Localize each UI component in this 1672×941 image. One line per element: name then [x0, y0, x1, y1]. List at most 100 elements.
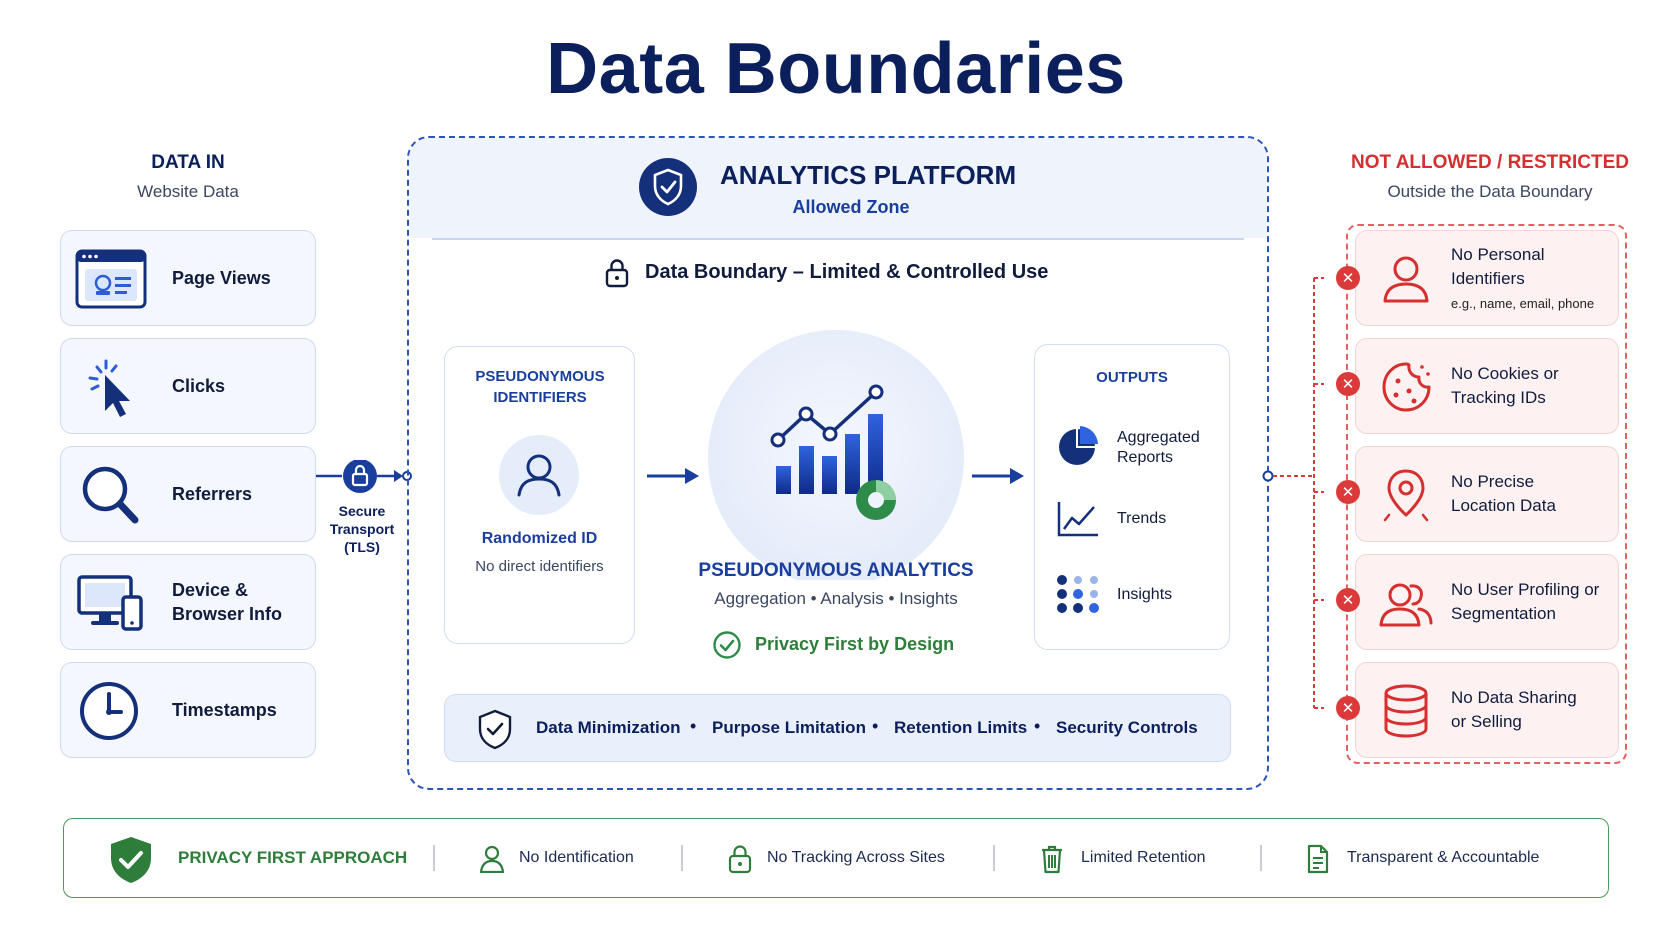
- cookie-icon: [1382, 362, 1431, 412]
- data-in-label: Clicks: [172, 375, 226, 396]
- footer-divider: [1260, 845, 1262, 871]
- pie-chart-icon: [1059, 426, 1098, 465]
- privacy-first-badge: Privacy First by Design: [755, 634, 955, 654]
- data-in-timestamps: Timestamps: [60, 662, 316, 758]
- secure-transport-label: Secure Transport (TLS): [329, 503, 395, 556]
- restricted-cookies: No Cookies or Tracking IDs: [1355, 338, 1619, 434]
- restricted-location: No Precise Location Data: [1355, 446, 1619, 542]
- green-shield-check-icon: [111, 837, 151, 883]
- restricted-profiling: No User Profiling or Segmentation: [1355, 554, 1619, 650]
- output-insights: Insights: [1117, 586, 1173, 603]
- platform-shield-icon: [639, 158, 697, 216]
- shield-check-icon: [478, 709, 512, 750]
- data-in-clicks: Clicks: [60, 338, 316, 434]
- restricted-data-sharing: No Data Sharing or Selling: [1355, 662, 1619, 758]
- restricted-label: No Data Sharing or Selling: [1451, 663, 1591, 757]
- platform-header-divider: [432, 238, 1244, 240]
- restricted-label-text: No Cookies or Tracking IDs: [1451, 364, 1559, 407]
- output-aggregated-reports: Aggregated Reports: [1117, 429, 1200, 466]
- restricted-label: No User Profiling or Segmentation: [1451, 555, 1601, 649]
- data-in-heading: DATA IN: [151, 152, 225, 173]
- footer-no-identification: No Identification: [519, 849, 634, 866]
- restricted-label: No Cookies or Tracking IDs: [1451, 339, 1586, 433]
- randomized-id-sub: No direct identifiers: [475, 558, 604, 575]
- restricted-personal-identifiers: No Personal Identifiers e.g., name, emai…: [1355, 230, 1619, 326]
- data-in-label: Referrers: [172, 483, 253, 504]
- footer-divider: [993, 845, 995, 871]
- trend-line-icon: [1057, 502, 1098, 537]
- privacy-footer: [63, 818, 1609, 898]
- browser-window-icon: [75, 249, 147, 309]
- principle-security-controls: Security Controls: [1056, 718, 1198, 737]
- padlock-icon: [605, 259, 629, 288]
- principles-bar: [444, 694, 1231, 762]
- principle-purpose-limitation: Purpose Limitation: [712, 718, 866, 737]
- magnifier-icon: [82, 466, 139, 524]
- x-circle-icon: ✕: [1336, 480, 1360, 504]
- trash-icon: [1042, 845, 1062, 874]
- data-in-referrers: Referrers: [60, 446, 316, 542]
- document-icon: [1307, 844, 1329, 874]
- x-circle-icon: ✕: [1336, 372, 1360, 396]
- page-title: Data Boundaries: [546, 29, 1126, 109]
- restricted-subheading: Outside the Data Boundary: [1387, 182, 1593, 201]
- arrow-right-icon: [972, 468, 1024, 484]
- arrow-right-icon: [647, 468, 699, 484]
- restricted-label-text: No Personal Identifiers: [1451, 245, 1545, 288]
- users-icon: [1379, 583, 1433, 627]
- restricted-header: NOT ALLOWED / RESTRICTED Outside the Dat…: [1320, 152, 1660, 202]
- x-circle-icon: ✕: [1336, 696, 1360, 720]
- restricted-label: No Precise Location Data: [1451, 447, 1581, 541]
- data-in-page-views: Page Views: [60, 230, 316, 326]
- footer-divider: [433, 845, 435, 871]
- person-icon: [1383, 256, 1429, 303]
- center-sub: Aggregation • Analysis • Insights: [714, 589, 958, 608]
- principle-data-minimization: Data Minimization: [536, 718, 681, 737]
- x-circle-icon: ✕: [1336, 266, 1360, 290]
- restricted-connector: [1262, 277, 1324, 709]
- outputs-heading: OUTPUTS: [1096, 369, 1168, 386]
- principle-separator: •: [1034, 716, 1041, 736]
- principle-separator: •: [690, 716, 697, 736]
- data-in-device-info: Device & Browser Info: [60, 554, 316, 650]
- lock-outline-icon: [728, 845, 752, 874]
- restricted-label-text: No Data Sharing or Selling: [1451, 688, 1577, 731]
- footer-heading: PRIVACY FIRST APPROACH: [178, 848, 408, 867]
- data-in-label: Timestamps: [172, 699, 277, 720]
- outputs-panel: [1034, 344, 1230, 650]
- principle-retention-limits: Retention Limits: [894, 718, 1028, 737]
- platform-subtitle: Allowed Zone: [792, 197, 910, 217]
- x-circle-icon: ✕: [1336, 588, 1360, 612]
- data-in-label: Page Views: [172, 267, 271, 288]
- dots-grid-icon: [1057, 575, 1099, 613]
- boundary-label: Data Boundary – Limited & Controlled Use: [645, 261, 1049, 283]
- analytics-chart-icon: [708, 330, 964, 580]
- restricted-label-text: No User Profiling or Segmentation: [1451, 580, 1600, 623]
- restricted-label-sub: e.g., name, email, phone: [1451, 295, 1595, 311]
- secure-transport-connector: [316, 460, 412, 493]
- person-outline-icon: [479, 845, 505, 873]
- output-trends: Trends: [1117, 510, 1167, 527]
- platform-title: ANALYTICS PLATFORM: [720, 160, 1017, 190]
- randomized-id-label: Randomized ID: [481, 530, 598, 547]
- check-circle-icon: [713, 631, 741, 659]
- user-id-icon: [499, 435, 579, 515]
- principle-separator: •: [872, 716, 879, 736]
- footer-divider: [681, 845, 683, 871]
- restricted-label-text: No Precise Location Data: [1451, 472, 1556, 515]
- data-in-header: DATA IN Website Data: [60, 152, 316, 202]
- clock-icon: [80, 682, 138, 740]
- restricted-heading: NOT ALLOWED / RESTRICTED: [1351, 152, 1629, 173]
- footer-transparent: Transparent & Accountable: [1347, 849, 1540, 866]
- analytics-platform-zone: [407, 136, 1269, 790]
- center-title: PSEUDONYMOUS ANALYTICS: [698, 560, 974, 581]
- devices-icon: [77, 575, 143, 631]
- cursor-click-icon: [88, 359, 130, 417]
- data-in-label: Device & Browser Info: [172, 579, 283, 624]
- data-in-subheading: Website Data: [137, 182, 239, 201]
- platform-header: [409, 138, 1267, 238]
- footer-no-tracking: No Tracking Across Sites: [767, 849, 945, 866]
- database-icon: [1384, 684, 1428, 738]
- location-pin-icon: [1383, 469, 1429, 522]
- footer-limited-retention: Limited Retention: [1081, 849, 1206, 866]
